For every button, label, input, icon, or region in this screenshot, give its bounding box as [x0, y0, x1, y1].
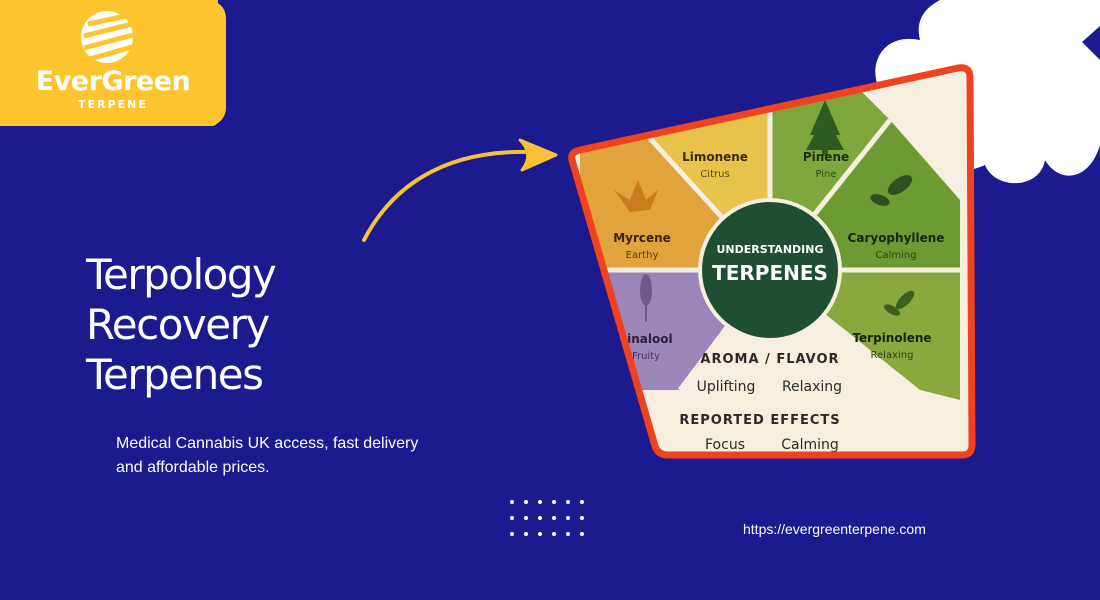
- center-label-2: TERPENES: [712, 261, 828, 285]
- brand-name: EverGreen: [35, 66, 191, 97]
- aroma-left: Uplifting: [697, 379, 756, 395]
- leaf-icon: [614, 180, 658, 212]
- lavender-icon: [640, 274, 652, 322]
- title-line-3: Terpenes: [86, 350, 264, 399]
- note-caryophyllene: Calming: [875, 250, 916, 261]
- title-line-1: Terpology: [86, 250, 277, 299]
- label-terpinolene: Terpinolene: [852, 331, 931, 345]
- dot-grid: [510, 500, 584, 536]
- label-myrcene: Myrcene: [613, 231, 671, 245]
- note-pinene: Pine: [815, 169, 836, 180]
- website-link[interactable]: https://evergreenterpene.com: [743, 521, 926, 537]
- title-line-2: Recovery: [86, 300, 270, 349]
- effects-left: Focus: [705, 437, 745, 453]
- note-limonene: Citrus: [700, 169, 729, 180]
- brand-tagline: TERPENE: [78, 98, 148, 111]
- note-linalool: Fruity: [632, 351, 660, 362]
- logo[interactable]: EverGreen TERPENE: [0, 0, 226, 126]
- tree-icon: [806, 100, 844, 156]
- globe-icon: [81, 11, 134, 63]
- effects-heading: REPORTED EFFECTS: [679, 413, 840, 428]
- lemon-icon: [700, 87, 730, 117]
- terpene-infographic: UNDERSTANDING TERPENES Limonene Citrus P…: [568, 64, 976, 459]
- label-caryophyllene: Caryophyllene: [848, 231, 945, 245]
- center-label-1: UNDERSTANDING: [716, 243, 823, 256]
- aroma-heading: AROMA / FLAVOR: [700, 352, 839, 367]
- label-limonene: Limonene: [682, 150, 748, 164]
- effects-right: Calming: [781, 437, 839, 453]
- herb-icon: [870, 175, 913, 206]
- note-terpinolene: Relaxing: [871, 350, 914, 361]
- note-myrcene: Earthy: [626, 250, 659, 261]
- description: Medical Cannabis UK access, fast deliver…: [116, 435, 419, 476]
- page-title: Terpology Recovery Terpenes: [86, 250, 446, 400]
- aroma-right: Relaxing: [782, 379, 842, 395]
- label-pinene: Pinene: [803, 150, 849, 164]
- label-linalool: Linalool: [619, 332, 672, 346]
- sprig-icon: [883, 290, 915, 316]
